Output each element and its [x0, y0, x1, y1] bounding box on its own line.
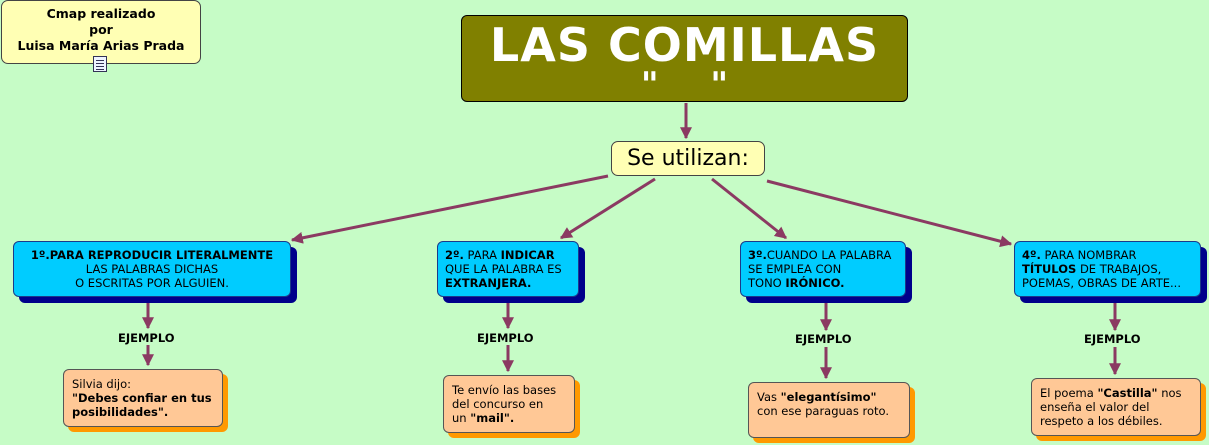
- text-segment: TONO: [748, 276, 786, 290]
- text-line: TONO IRÓNICO.: [748, 276, 898, 290]
- text-line: respeto a los débiles.: [1040, 414, 1192, 428]
- text-line: posibilidades".: [72, 405, 214, 419]
- text-segment: con ese paraguas roto.: [757, 404, 890, 418]
- example-node-3: Vas "elegantísimo"con ese paraguas roto.: [748, 382, 910, 438]
- example-link-label: EJEMPLO: [118, 331, 175, 345]
- text-line: un "mail".: [452, 411, 566, 425]
- text-line: Vas "elegantísimo": [757, 390, 901, 404]
- text-segment: Silvia dijo:: [72, 377, 131, 391]
- text-line: TÍTULOS DE TRABAJOS,: [1022, 262, 1193, 276]
- text-line: SE EMPLEA CON: [748, 262, 898, 276]
- author-line: Cmap realizado: [46, 6, 156, 21]
- arrow-center-to-cat4: [766, 179, 1013, 248]
- arrow-center-to-cat2: [559, 177, 656, 240]
- text-segment: CUANDO LA PALABRA: [766, 248, 892, 262]
- arrow-center-to-cat3: [711, 177, 787, 240]
- text-line: 4º. PARA NOMBRAR: [1022, 248, 1193, 262]
- text-segment: "elegantísimo": [780, 390, 877, 404]
- text-line: POEMAS, OBRAS DE ARTE...: [1022, 276, 1193, 290]
- text-line: "Debes confiar en tus: [72, 391, 214, 405]
- text-segment: PARA NOMBRAR: [1040, 248, 1137, 262]
- example-link-label: EJEMPLO: [1084, 332, 1141, 346]
- example-link-label: EJEMPLO: [477, 331, 534, 345]
- text-line: EXTRANJERA.: [445, 276, 571, 290]
- text-segment: TÍTULOS: [1022, 262, 1077, 276]
- title-quotes: " ": [640, 65, 729, 105]
- text-line: Te envío las bases: [452, 383, 566, 397]
- text-segment: respeto a los débiles.: [1040, 414, 1163, 428]
- text-segment: un: [452, 411, 471, 425]
- arrow-center-to-cat1: [290, 174, 609, 244]
- author-line: por: [89, 22, 113, 37]
- text-segment: "mail".: [470, 411, 515, 425]
- text-segment: "Debes confiar en tus: [72, 391, 212, 405]
- text-segment: posibilidades".: [72, 405, 169, 419]
- text-segment: EXTRANJERA.: [445, 276, 532, 290]
- text-segment: 1º.: [30, 248, 50, 262]
- text-segment: POEMAS, OBRAS DE ARTE...: [1022, 276, 1181, 290]
- author-line: Luisa María Arias Prada: [17, 38, 185, 53]
- example-link-label: EJEMPLO: [795, 332, 852, 346]
- title-box: LAS COMILLAS " ": [461, 15, 908, 102]
- center-node: Se utilizan:: [611, 141, 765, 176]
- text-line: 1º.PARA REPRODUCIR LITERALMENTE: [21, 248, 283, 262]
- text-line: 3º.CUANDO LA PALABRA: [748, 248, 898, 262]
- text-segment: QUE LA PALABRA ES: [445, 262, 562, 276]
- text-segment: nos: [1157, 386, 1182, 400]
- text-line: El poema "Castilla" nos: [1040, 386, 1192, 400]
- text-segment: 2º.: [445, 248, 464, 262]
- text-segment: enseña el valor del: [1040, 400, 1150, 414]
- text-segment: del concurso en: [452, 397, 544, 411]
- document-icon[interactable]: [93, 56, 107, 72]
- text-segment: O ESCRITAS POR ALGUIEN.: [75, 276, 229, 290]
- text-segment: LAS PALABRAS DICHAS: [85, 262, 219, 276]
- text-segment: 4º.: [1022, 248, 1041, 262]
- author-box: Cmap realizado por Luisa María Arias Pra…: [1, 0, 201, 64]
- text-line: enseña el valor del: [1040, 400, 1192, 414]
- text-segment: INDICAR: [500, 248, 555, 262]
- title-text: LAS COMILLAS: [489, 18, 880, 72]
- text-line: QUE LA PALABRA ES: [445, 262, 571, 276]
- text-segment: PARA: [463, 248, 501, 262]
- text-segment: PARA REPRODUCIR LITERALMENTE: [49, 248, 274, 262]
- text-line: 2º. PARA INDICAR: [445, 248, 571, 262]
- text-line: LAS PALABRAS DICHAS: [21, 262, 283, 276]
- text-segment: El poema: [1040, 386, 1098, 400]
- text-line: O ESCRITAS POR ALGUIEN.: [21, 276, 283, 290]
- text-segment: SE EMPLEA CON: [748, 262, 842, 276]
- text-segment: IRÓNICO.: [785, 276, 845, 290]
- text-line: Silvia dijo:: [72, 377, 214, 391]
- text-segment: Te envío las bases: [452, 383, 557, 397]
- text-line: del concurso en: [452, 397, 566, 411]
- text-line: con ese paraguas roto.: [757, 404, 901, 418]
- text-segment: "Castilla": [1097, 386, 1158, 400]
- text-segment: 3º.: [748, 248, 767, 262]
- text-segment: Vas: [757, 390, 781, 404]
- text-segment: DE TRABAJOS,: [1076, 262, 1162, 276]
